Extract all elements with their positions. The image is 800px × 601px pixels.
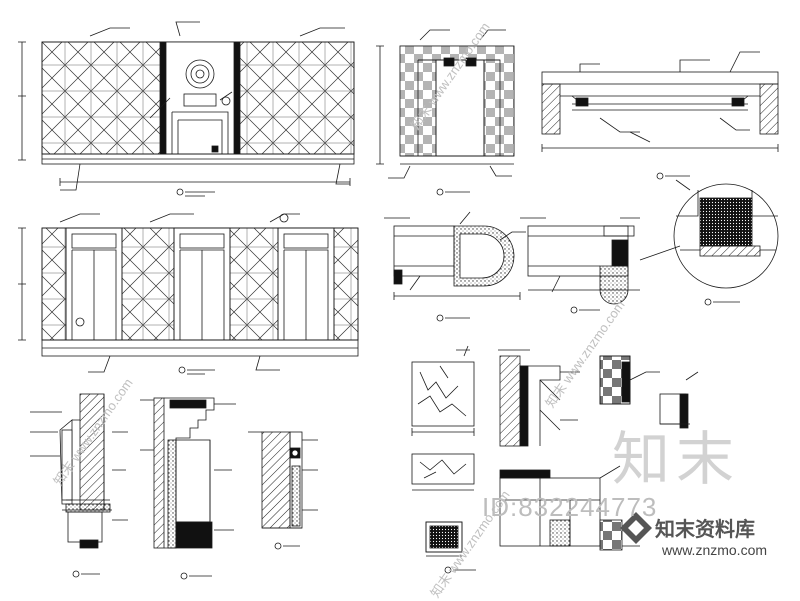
arch-plan-section <box>384 211 526 322</box>
door-frame-elevation <box>376 29 515 196</box>
brand-name: 知末资料库 <box>655 519 755 541</box>
brand-logo-icon <box>620 512 652 544</box>
watermark-big-cn: 知末 <box>612 427 741 492</box>
watermark-id: ID:832244773 <box>482 492 658 522</box>
brand-url: www.znzmo.com <box>662 542 768 558</box>
wall-corner-section <box>520 217 640 314</box>
section-detail-b <box>140 397 236 580</box>
detail-callout-circle <box>639 179 779 306</box>
section-detail-c <box>248 431 318 550</box>
elevation-2 <box>18 213 359 375</box>
elevation-1 <box>18 21 355 197</box>
detail-cluster <box>411 345 699 574</box>
section-detail-a <box>30 393 128 578</box>
ceiling-section <box>541 51 779 180</box>
